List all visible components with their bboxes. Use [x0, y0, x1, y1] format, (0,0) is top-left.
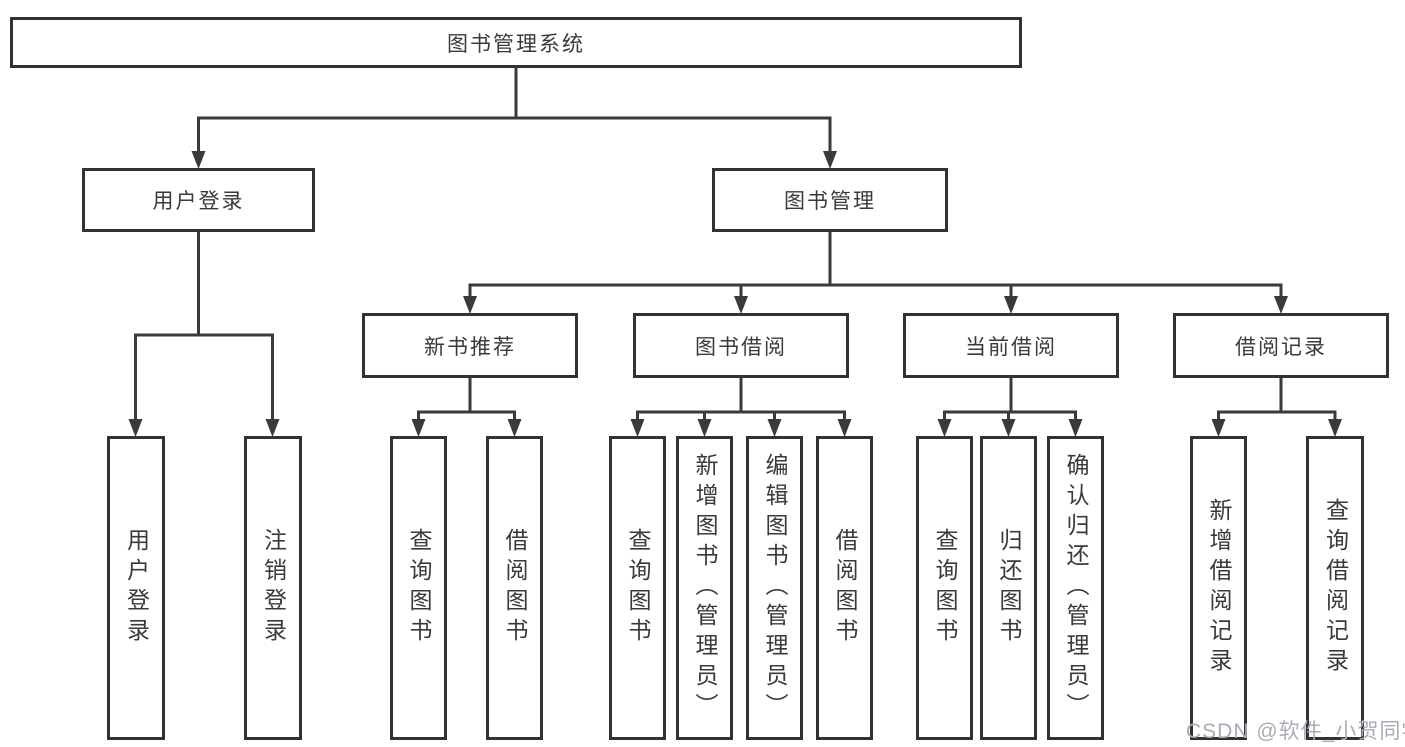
leaf-borrow-add-books-admin: 新增图书（管理员） — [676, 436, 733, 740]
node-label: 借阅图书 — [832, 528, 858, 648]
node-label: 注销登录 — [260, 528, 287, 648]
leaf-current-confirm-return-admin: 确认归还（管理员） — [1047, 436, 1104, 740]
node-label: 新增图书（管理员） — [692, 453, 718, 723]
node-label: 图书借阅 — [695, 335, 787, 359]
node-label: 图书管理 — [784, 190, 876, 213]
node-book-borrow: 图书借阅 — [633, 313, 849, 378]
node-label: 借阅记录 — [1235, 335, 1327, 359]
connectors-user-login-to-leaves — [128, 230, 280, 437]
node-borrow-records: 借阅记录 — [1173, 313, 1389, 378]
node-label: 新书推荐 — [424, 335, 516, 359]
leaf-recommend-borrow-books: 借阅图书 — [486, 436, 543, 740]
node-label: 查询图书 — [406, 528, 432, 648]
node-user-login: 用户登录 — [82, 168, 315, 232]
node-label: 查询借阅记录 — [1322, 498, 1349, 678]
leaf-current-return-books: 归还图书 — [980, 436, 1037, 740]
node-book-management: 图书管理 — [712, 168, 948, 232]
leaf-current-query-books: 查询图书 — [916, 436, 973, 740]
connectors-root-to-level2 — [191, 66, 837, 169]
leaf-borrow-edit-books-admin: 编辑图书（管理员） — [746, 436, 803, 740]
connectors-current-borrow-to-leaves — [937, 376, 1083, 437]
connectors-book-borrow-to-leaves — [630, 376, 852, 437]
node-label: 图书管理系统 — [447, 32, 585, 56]
leaf-logout: 注销登录 — [244, 436, 302, 740]
csdn-watermark: CSDN @软件_小贺同学 — [1186, 720, 1405, 743]
connectors-new-book-recommend-to-leaves — [411, 376, 522, 437]
connectors-book-management-to-level3 — [463, 230, 1288, 314]
node-label: 查询图书 — [932, 528, 958, 648]
node-label: 用户登录 — [123, 528, 150, 648]
node-label: 编辑图书（管理员） — [762, 453, 788, 723]
node-new-book-recommend: 新书推荐 — [362, 313, 578, 378]
node-label: 新增借阅记录 — [1206, 498, 1232, 678]
leaf-records-query-record: 查询借阅记录 — [1306, 436, 1364, 740]
connectors-borrow-records-to-leaves — [1211, 376, 1342, 437]
node-label: 查询图书 — [625, 528, 651, 648]
leaf-borrow-query-books: 查询图书 — [609, 436, 666, 740]
node-label: 用户登录 — [152, 190, 245, 213]
node-label: 归还图书 — [996, 528, 1022, 648]
leaf-borrow-borrow-books: 借阅图书 — [816, 436, 873, 740]
node-label: 当前借阅 — [965, 335, 1057, 359]
leaf-records-add-record: 新增借阅记录 — [1190, 436, 1247, 740]
node-label: 确认归还（管理员） — [1063, 453, 1089, 723]
leaf-user-login: 用户登录 — [107, 436, 165, 740]
leaf-recommend-query-books: 查询图书 — [390, 436, 447, 740]
node-library-system: 图书管理系统 — [10, 17, 1022, 68]
node-current-borrow: 当前借阅 — [903, 313, 1119, 378]
node-label: 借阅图书 — [502, 528, 528, 648]
